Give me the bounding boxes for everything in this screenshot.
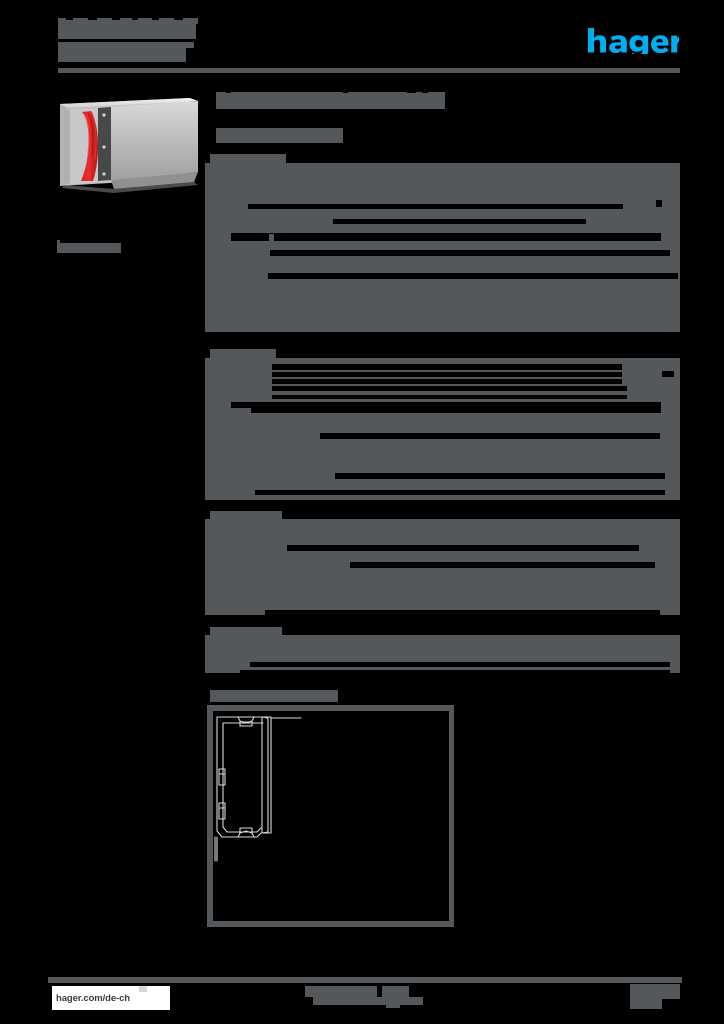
document-title-line-2 — [58, 42, 194, 62]
text-gap — [240, 670, 670, 674]
page-header — [0, 0, 724, 78]
title-knockout — [112, 14, 120, 20]
footer-divider — [48, 977, 682, 983]
title-knockout — [450, 86, 456, 93]
title-knockout — [407, 86, 416, 93]
title-knockout — [422, 86, 428, 93]
text-gap — [251, 408, 661, 413]
footer-right-text-b — [630, 999, 662, 1009]
footer-url-box[interactable]: hager.com/de-ch — [52, 986, 170, 1010]
text-gap — [287, 545, 639, 551]
technical-drawing — [213, 711, 449, 921]
text-gap — [272, 379, 622, 384]
title-knockout — [132, 14, 138, 20]
title-knockout — [343, 86, 348, 93]
spec-block — [205, 519, 680, 549]
section-heading-5 — [210, 690, 338, 702]
text-gap — [255, 490, 665, 495]
spec-block — [205, 635, 680, 673]
text-gap — [272, 364, 622, 370]
title-knockout — [174, 14, 183, 20]
text-gap — [272, 372, 622, 377]
left-caption-marker — [57, 240, 60, 243]
text-gap — [350, 562, 655, 568]
value-gap — [656, 200, 662, 207]
footer-center-text-c — [313, 997, 423, 1005]
title-knockout — [186, 48, 200, 64]
product-photo — [48, 90, 206, 210]
text-gap — [248, 204, 623, 209]
title-knockout — [226, 86, 231, 93]
text-gap — [333, 219, 586, 224]
text-gap — [268, 273, 678, 279]
text-gap — [272, 386, 627, 391]
hager-logo[interactable] — [587, 27, 679, 54]
title-knockout — [66, 14, 73, 20]
text-gap — [265, 610, 660, 616]
title-knockout — [88, 14, 97, 20]
footer-right-text — [630, 984, 680, 999]
spec-block — [205, 163, 680, 193]
text-gap — [270, 250, 670, 256]
footer-center-text — [305, 986, 377, 997]
left-column-caption — [57, 243, 121, 253]
page-title — [216, 92, 445, 109]
footer-url[interactable]: hager.com/de-ch — [56, 992, 130, 1004]
text-gap — [250, 662, 670, 667]
footer-center-text-d — [386, 997, 400, 1008]
page-subtitle — [216, 128, 343, 143]
title-knockout — [196, 24, 206, 40]
header-divider — [58, 68, 680, 73]
text-gap — [231, 233, 661, 241]
title-knockout — [152, 14, 159, 20]
value-gap — [668, 625, 676, 633]
text-gap — [335, 473, 665, 479]
spec-block — [205, 290, 680, 332]
text-gap — [320, 433, 660, 439]
footer-center-text-b — [382, 986, 409, 997]
list-bullet — [269, 234, 274, 241]
spec-block — [205, 575, 680, 615]
footer-url-highlight — [139, 986, 147, 992]
text-gap — [231, 402, 661, 408]
text-gap — [272, 395, 627, 399]
spec-block — [205, 442, 680, 470]
document-title-line-1 — [58, 18, 198, 39]
value-gap — [662, 371, 674, 377]
